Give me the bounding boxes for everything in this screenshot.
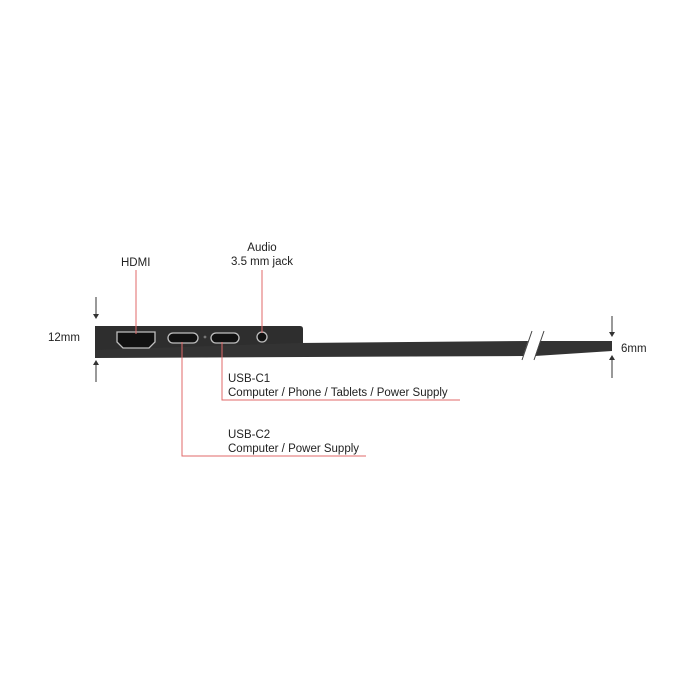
usb-c1-title: USB-C1 [228,373,271,385]
audio-jack-port [256,331,268,343]
audio-label-line1: Audio [247,242,277,254]
right-arrow-bottom-head [609,355,615,360]
audio-label-line2: 3.5 mm jack [231,256,293,268]
thickness-right-label: 6mm [621,343,647,355]
usb-c1-description: Computer / Phone / Tablets / Power Suppl… [228,387,448,399]
left-arrow-bottom-head [93,360,99,365]
indicator-dot [203,335,207,339]
break-mark-2 [533,330,545,361]
hdmi-port [116,331,156,349]
right-arrow-top-head [609,332,615,337]
hdmi-label: HDMI [121,257,151,269]
usb-c1-leader-line [221,342,460,401]
usb-c2-title: USB-C2 [228,429,271,441]
thickness-left-label: 12mm [48,332,80,344]
device-thin-body-right [535,341,612,356]
usb-c2-label: USB-C2 Computer / Power Supply [228,428,359,456]
audio-label: Audio 3.5 mm jack [222,241,302,269]
left-arrow-top-head [93,314,99,319]
break-mark-1 [521,330,533,361]
usb-c2-description: Computer / Power Supply [228,443,360,455]
usb-c2-port [167,332,199,344]
usb-c1-label: USB-C1 Computer / Phone / Tablets / Powe… [228,372,448,400]
usb-c1-port [210,332,240,344]
usb-c2-leader-line [181,342,366,457]
device-thin-body-left [95,341,528,358]
